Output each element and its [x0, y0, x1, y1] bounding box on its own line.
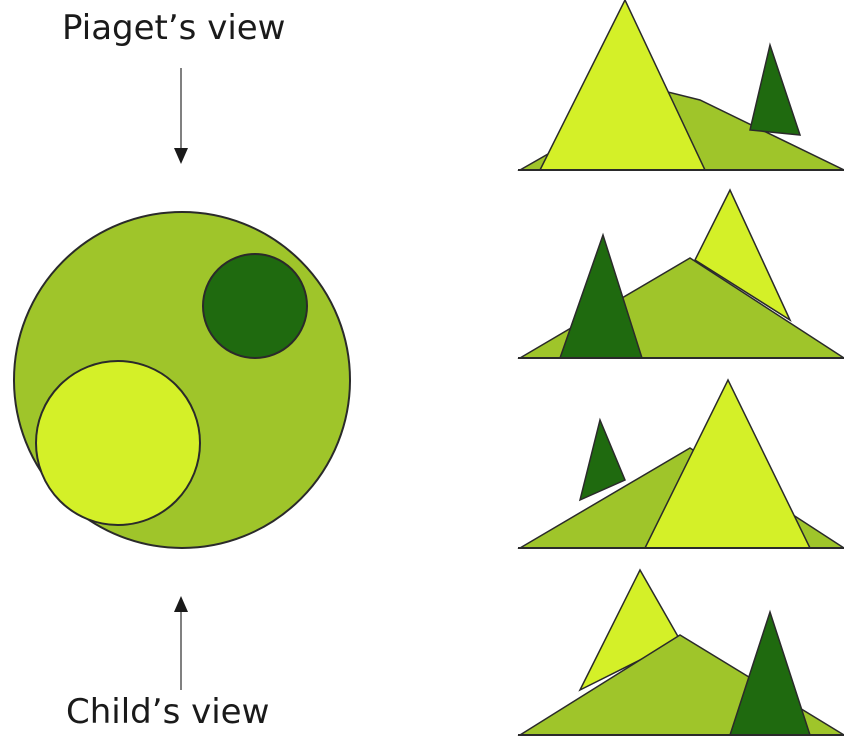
bottom-arrow [174, 596, 188, 690]
dark-mountain-circle [203, 254, 307, 358]
mountain-view-3 [518, 380, 844, 548]
mountain-view-1 [518, 0, 844, 170]
overhead-view [14, 212, 350, 548]
light-mountain-circle [36, 361, 200, 525]
mountain-view-2 [518, 190, 844, 358]
mountain-view-4 [518, 570, 844, 735]
top-arrow [174, 68, 188, 164]
